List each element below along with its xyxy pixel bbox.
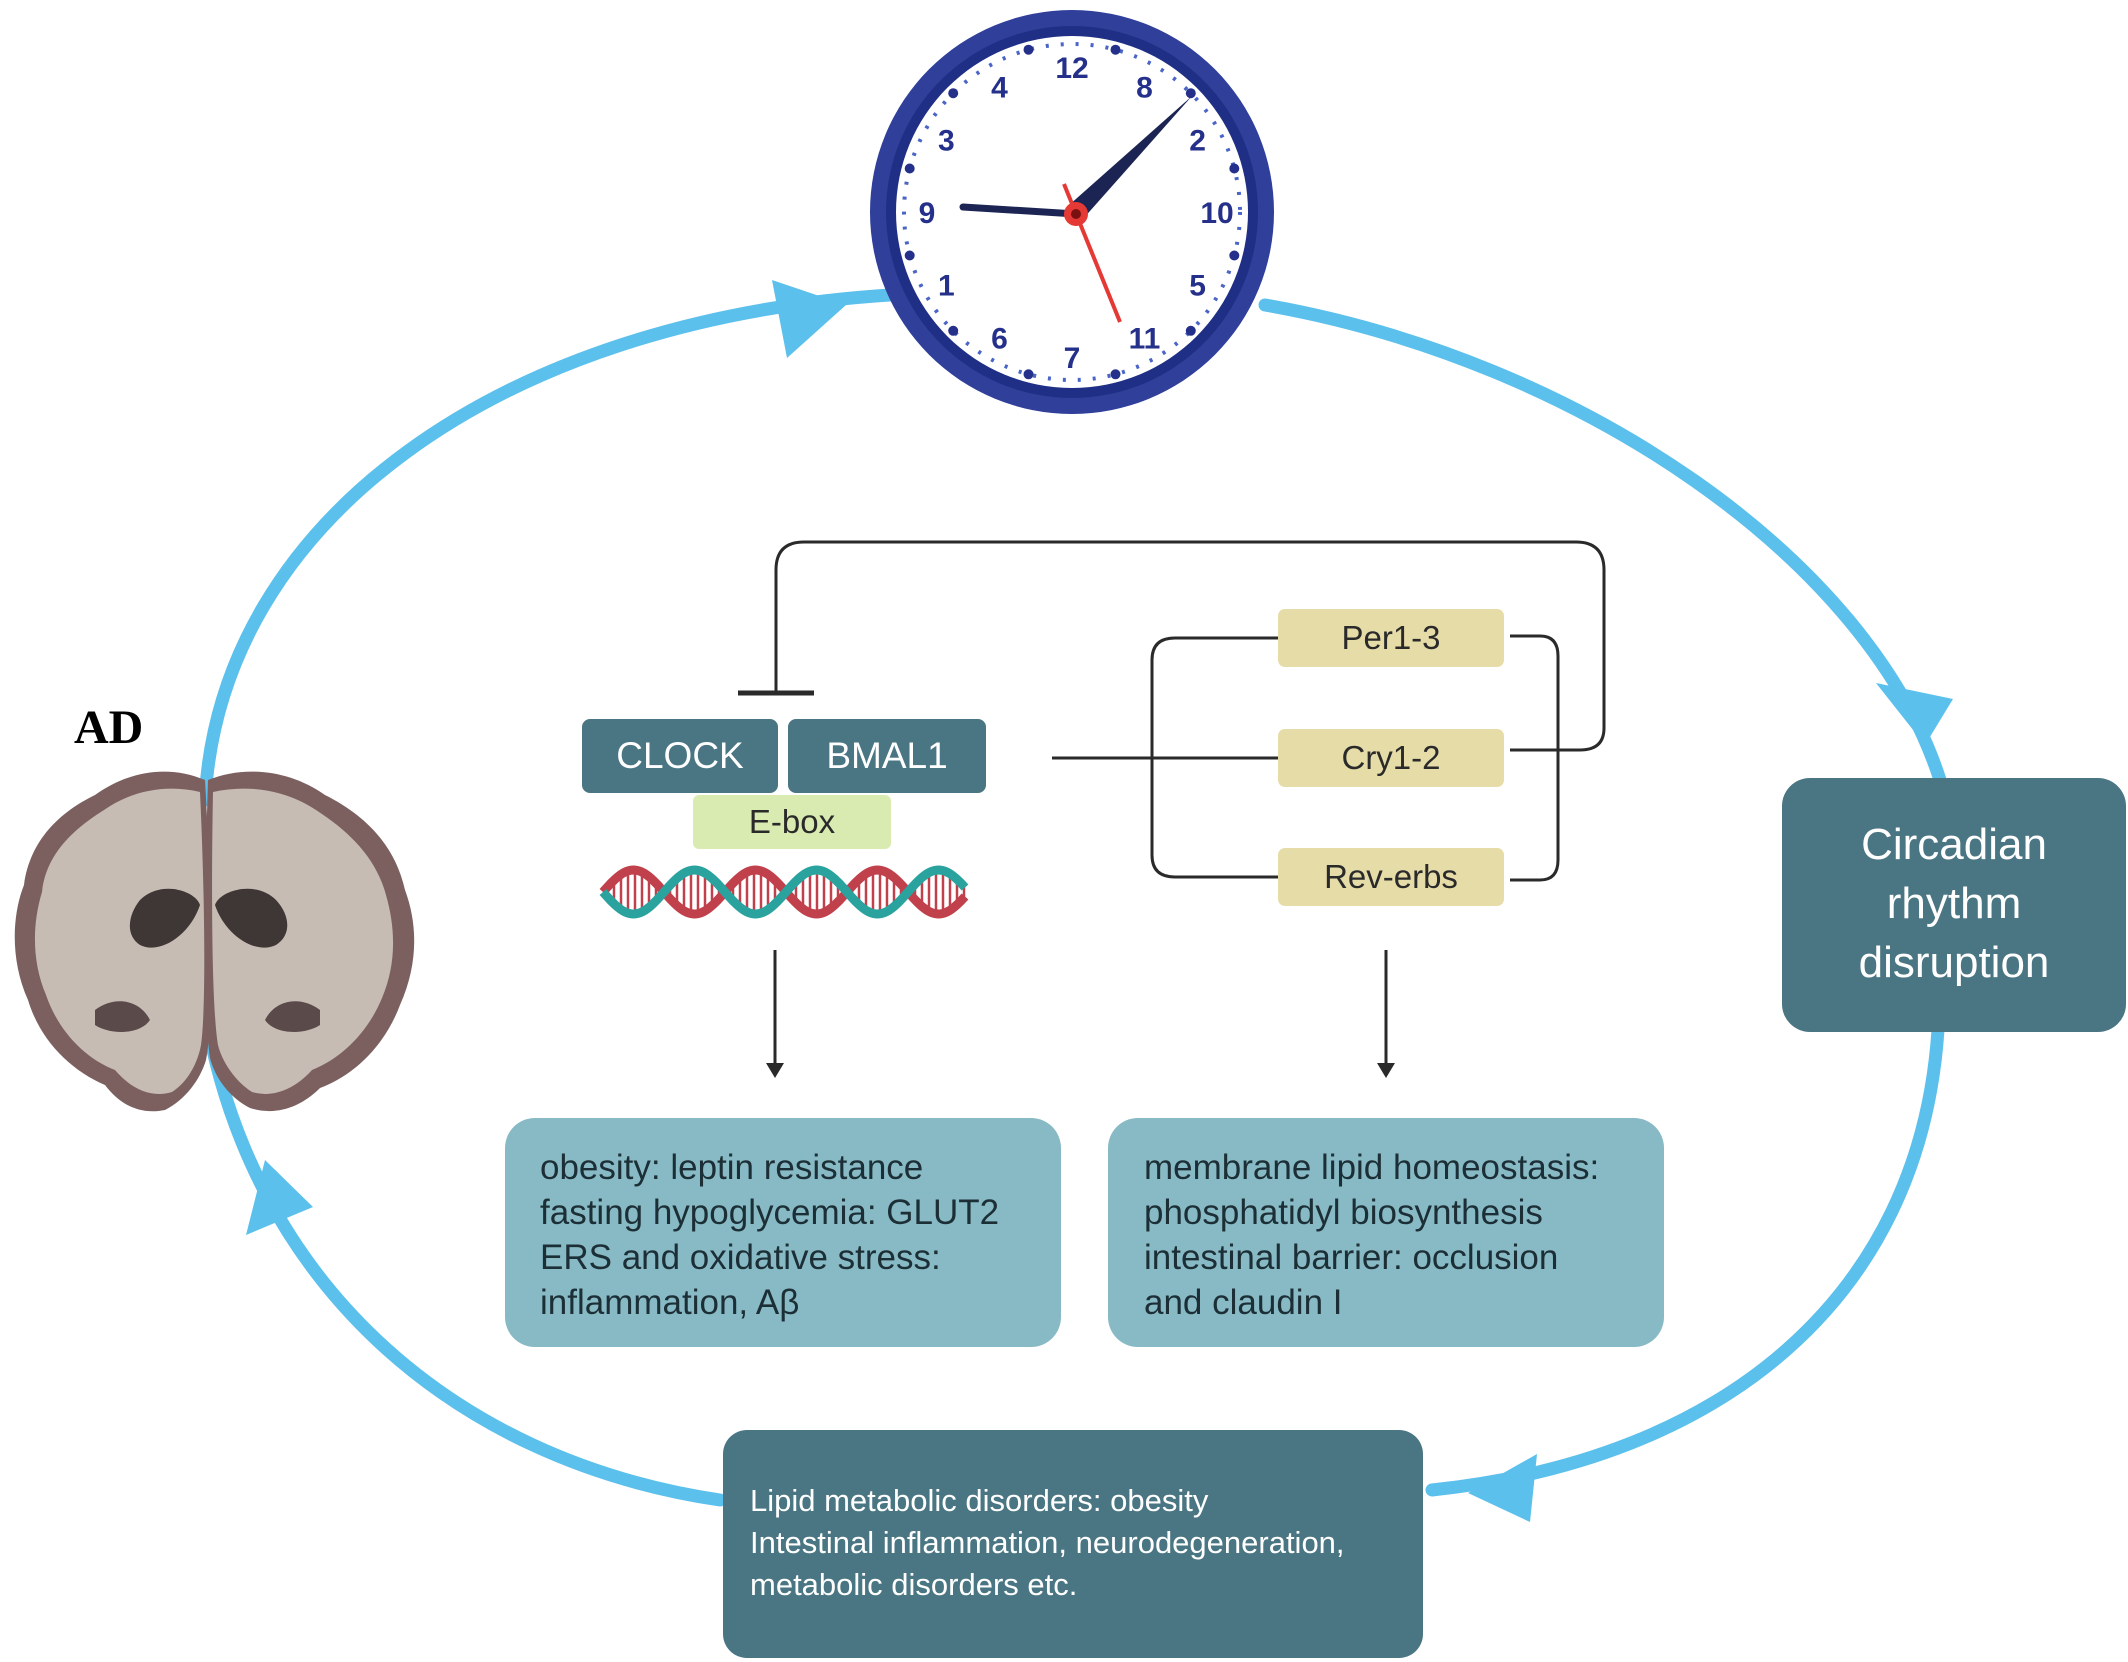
- outcome-box: Lipid metabolic disorders: obesity Intes…: [723, 1430, 1423, 1658]
- brain-left-matter: [34, 788, 205, 1094]
- clock-dot: [1110, 369, 1121, 380]
- cry-gene-box: Cry1-2: [1278, 729, 1504, 787]
- bmal1-gene-box: BMAL1: [788, 719, 986, 793]
- clock-number: 1: [938, 270, 955, 303]
- effect-right-line-2: phosphatidyl biosynthesis: [1144, 1193, 1543, 1232]
- clock-dot: [1023, 369, 1034, 380]
- cycle-arrowheads: [246, 280, 1953, 1522]
- effect-right-line-1: membrane lipid homeostasis:: [1144, 1148, 1600, 1187]
- effect-left-line-1: obesity: leptin resistance: [540, 1148, 924, 1187]
- per-gene-label: Per1-3: [1341, 619, 1441, 656]
- arc-brain-to-clock: [198, 288, 897, 807]
- down-arrowheads: [766, 1063, 1395, 1078]
- circadian-disruption-box: Circadian rhythm disruption: [1782, 778, 2126, 1032]
- feedback-lines: [738, 540, 1606, 1065]
- arrowhead-to-brain: [246, 1160, 313, 1235]
- dna-teal-strand: [599, 865, 969, 919]
- clock-number: 3: [938, 125, 955, 158]
- repression-line: [774, 540, 1606, 752]
- brain-coronal-icon: [14, 771, 415, 1112]
- arrowhead-left-down: [766, 1063, 784, 1078]
- clock-minute-hand: [1068, 96, 1192, 220]
- feedback-effects-box: membrane lipid homeostasis: phosphatidyl…: [1108, 1118, 1664, 1347]
- arrowhead-to-outcome: [1468, 1454, 1537, 1522]
- clock-dot: [948, 325, 959, 336]
- ebox-label: E-box: [748, 803, 836, 840]
- clock-dot: [1229, 250, 1240, 261]
- clock-numbers: 12 8 2 10 5 11 7 6 1 9 3 4: [919, 52, 1234, 375]
- clock-icon: 12 8 2 10 5 11 7 6 1 9 3 4: [870, 10, 1274, 414]
- clock-dot: [1110, 44, 1121, 55]
- clock-dot: [904, 250, 915, 261]
- clock-number: 5: [1189, 270, 1206, 303]
- clock-gene-box: CLOCK: [582, 719, 778, 793]
- right-bracket: [1510, 634, 1560, 882]
- effect-left-line-3: ERS and oxidative stress:: [540, 1238, 941, 1277]
- clock-number: 10: [1200, 197, 1233, 230]
- clock-dot: [948, 88, 959, 99]
- clock-hour-hand: [959, 203, 1080, 218]
- clock-number: 2: [1189, 125, 1206, 158]
- clock-number: 12: [1055, 52, 1088, 85]
- clock-hour-dots: [904, 44, 1240, 380]
- arc-clock-to-circadian: [1258, 298, 1947, 787]
- clock-dot: [1185, 88, 1196, 99]
- effect-left-line-2: fasting hypoglycemia: GLUT2: [540, 1193, 1000, 1232]
- arc-circadian-to-outcome: [1425, 1023, 1945, 1497]
- per-gene-box: Per1-3: [1278, 609, 1504, 667]
- clock-dot: [904, 163, 915, 174]
- clock-number: 8: [1136, 71, 1153, 104]
- clock-number: 9: [919, 197, 936, 230]
- arrowhead-to-clock: [772, 280, 846, 358]
- clock-gene-label: CLOCK: [616, 735, 744, 776]
- arc-outcome-to-brain: [198, 1003, 727, 1507]
- clock-bmal1-effects-box: obesity: leptin resistance fasting hypog…: [505, 1118, 1061, 1347]
- brain-left-ventricle: [129, 888, 200, 948]
- clock-number: 7: [1064, 342, 1081, 375]
- left-bracket: [1150, 636, 1278, 879]
- outcome-line-2: Intestinal inflammation, neurodegenerati…: [750, 1525, 1345, 1560]
- circadian-line-1: Circadian: [1861, 820, 2047, 869]
- circadian-line-3: disruption: [1858, 938, 2050, 987]
- outcome-line-3: metabolic disorders etc.: [750, 1567, 1078, 1602]
- brain-right-ventricle: [215, 888, 288, 948]
- arrowhead-to-circadian: [1876, 683, 1953, 745]
- effect-right-line-3: intestinal barrier: occlusion: [1144, 1238, 1559, 1277]
- arrowhead-right-down: [1377, 1063, 1395, 1078]
- bmal1-gene-label: BMAL1: [826, 735, 948, 776]
- reverbs-gene-label: Rev-erbs: [1324, 858, 1458, 895]
- brain-left-temporal-horn: [95, 1001, 150, 1032]
- brain-right-temporal-horn: [265, 1001, 320, 1032]
- clock-dot: [1229, 163, 1240, 174]
- reverbs-gene-box: Rev-erbs: [1278, 848, 1504, 906]
- clock-number: 11: [1129, 323, 1161, 356]
- ad-label: AD: [74, 701, 144, 754]
- outcome-line-1: Lipid metabolic disorders: obesity: [750, 1483, 1209, 1518]
- dna-helix-icon: [599, 865, 969, 919]
- cycle-arrows: [198, 288, 1947, 1507]
- circadian-line-2: rhythm: [1886, 879, 2022, 928]
- clock-dot: [1185, 325, 1196, 336]
- brain-right-matter: [212, 788, 394, 1094]
- clock-number: 4: [991, 71, 1008, 104]
- cry-gene-label: Cry1-2: [1341, 739, 1441, 776]
- effect-left-line-4: inflammation, Aβ: [540, 1283, 800, 1322]
- clock-dot: [1023, 44, 1034, 55]
- ebox-box: E-box: [693, 795, 891, 849]
- effect-right-line-4: and claudin I: [1144, 1283, 1343, 1322]
- clock-number: 6: [991, 323, 1008, 356]
